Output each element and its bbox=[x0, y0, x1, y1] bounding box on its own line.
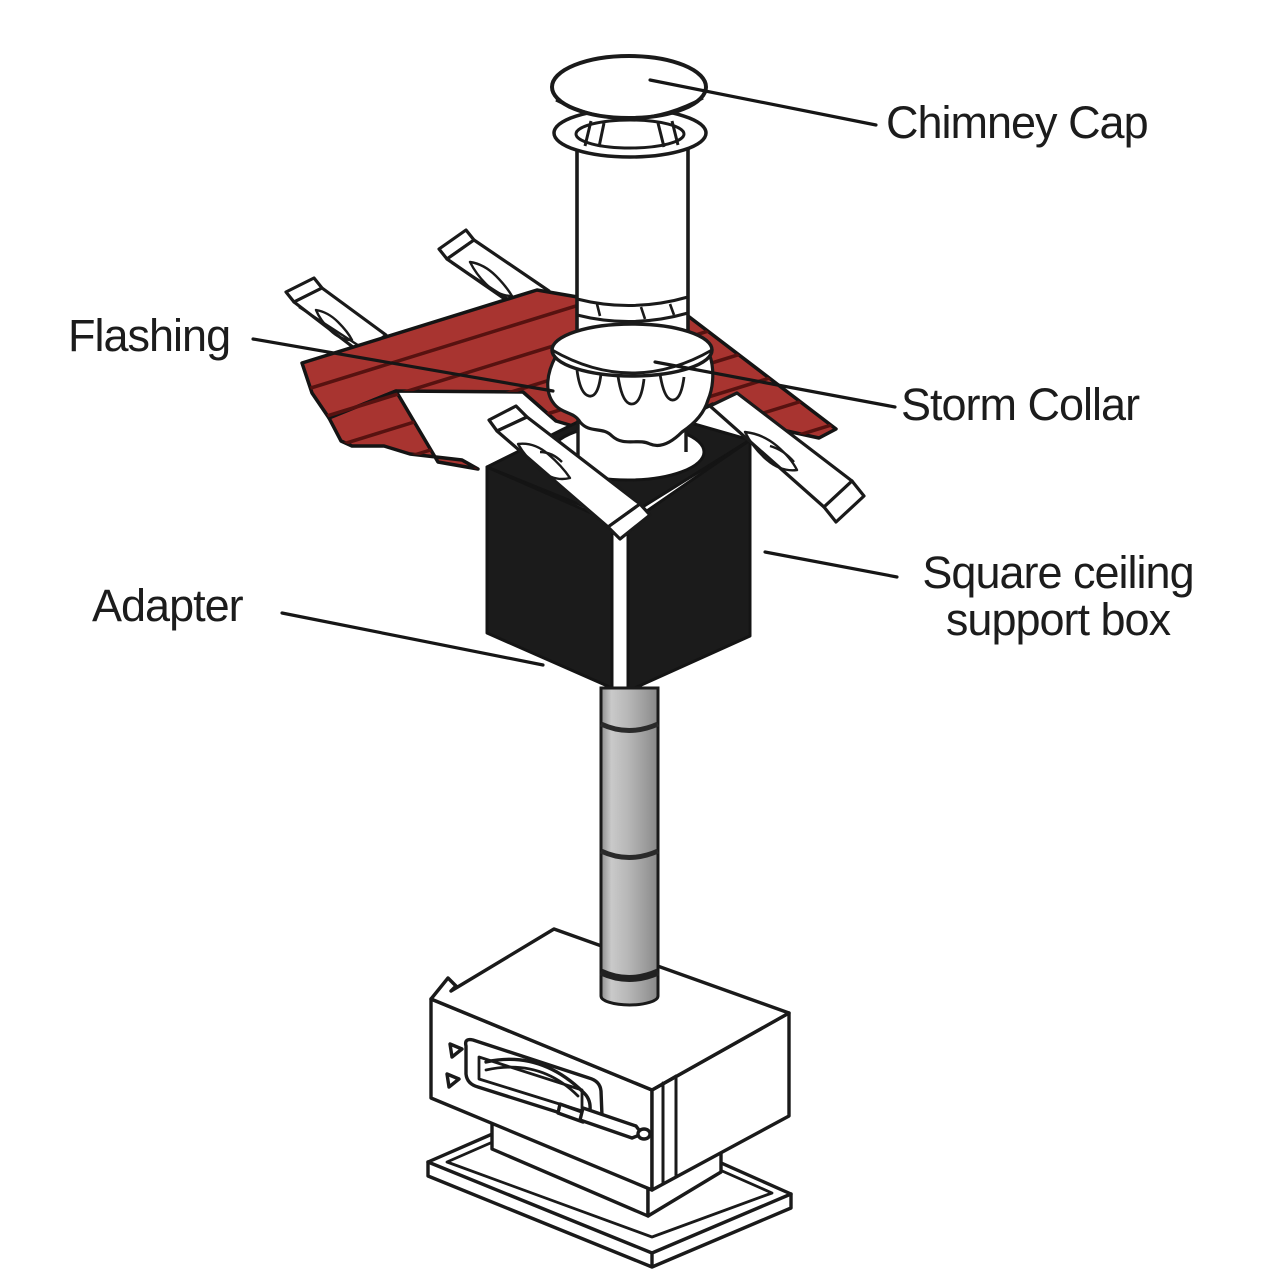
leader-chimney-cap bbox=[648, 78, 878, 127]
label-storm-collar: Storm Collar bbox=[901, 379, 1140, 430]
label-flashing: Flashing bbox=[68, 310, 231, 361]
leader-lines bbox=[251, 78, 899, 667]
chimney-cap-drawing bbox=[550, 54, 708, 159]
support-box bbox=[485, 400, 752, 693]
label-adapter: Adapter bbox=[92, 580, 244, 631]
stove-pipe-lower bbox=[599, 686, 660, 1007]
stove-door-hinges bbox=[445, 1042, 464, 1089]
leader-adapter bbox=[280, 611, 545, 667]
leader-flashing bbox=[251, 337, 555, 393]
chimney-pipe-upper bbox=[575, 144, 690, 354]
leader-storm-collar bbox=[653, 360, 897, 409]
leader-square-box bbox=[763, 550, 899, 579]
roof-rafter-left bbox=[284, 276, 388, 356]
wood-stove bbox=[426, 927, 793, 1269]
storm-collar-drawing bbox=[546, 322, 715, 447]
ceiling-joist-front bbox=[487, 404, 652, 541]
label-square-support-box: Square ceiling support box bbox=[922, 547, 1194, 645]
stove-door bbox=[445, 1037, 652, 1141]
label-chimney-cap: Chimney Cap bbox=[886, 97, 1149, 148]
ceiling-joist-right bbox=[708, 391, 866, 524]
stove-door-handle bbox=[484, 1057, 592, 1112]
